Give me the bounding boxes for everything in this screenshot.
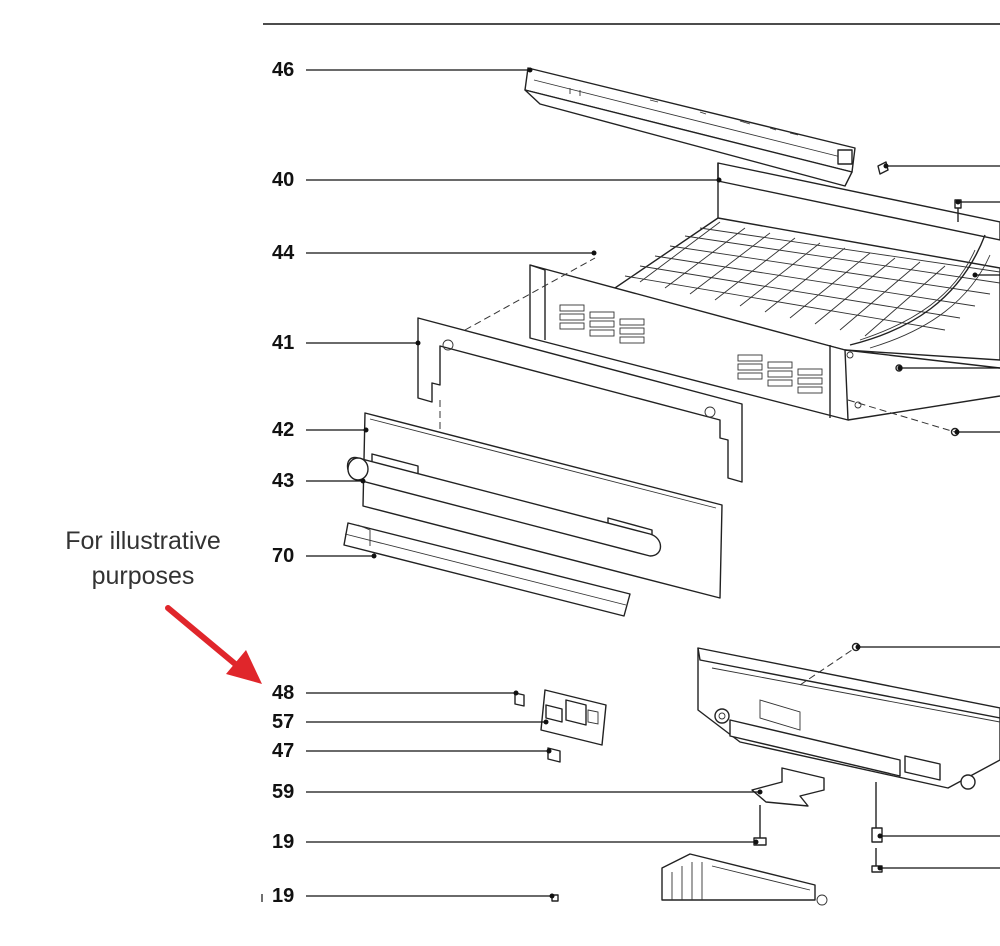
callout-44: 44 xyxy=(272,242,295,264)
part-59-bracket xyxy=(751,767,825,846)
part-57-control-board xyxy=(540,689,607,746)
callout-19-upper: 19 xyxy=(272,831,294,853)
callout-19-lower: 19 xyxy=(272,885,294,907)
callout-40: 40 xyxy=(272,169,294,191)
callout-41: 41 xyxy=(272,332,294,354)
leader-lines xyxy=(306,67,1000,899)
note-line-1: For illustrative xyxy=(65,527,221,555)
red-arrow-icon xyxy=(165,605,262,684)
part-40-cabinet xyxy=(529,162,1000,421)
illustrative-note: For illustrative purposes xyxy=(65,527,221,590)
fan-housing xyxy=(661,853,828,906)
note-line-2: purposes xyxy=(92,562,195,590)
part-70-trim-strip xyxy=(343,522,631,617)
callout-labels: 46 40 44 41 42 43 70 48 57 47 59 19 19 xyxy=(272,59,295,907)
lower-control-housing xyxy=(697,642,1000,790)
callout-47: 47 xyxy=(272,740,294,762)
callout-43: 43 xyxy=(272,470,294,492)
callout-48: 48 xyxy=(272,682,294,704)
part-43-handle xyxy=(346,453,662,557)
callout-59: 59 xyxy=(272,781,294,803)
lower-right-fasteners xyxy=(871,782,883,873)
callout-57: 57 xyxy=(272,711,294,733)
part-48-clip xyxy=(514,692,525,707)
callout-46: 46 xyxy=(272,59,294,81)
part-41-front-frame xyxy=(417,257,743,483)
callout-70: 70 xyxy=(272,545,294,567)
callout-42: 42 xyxy=(272,419,294,441)
part-46-trim-bar xyxy=(524,67,856,187)
